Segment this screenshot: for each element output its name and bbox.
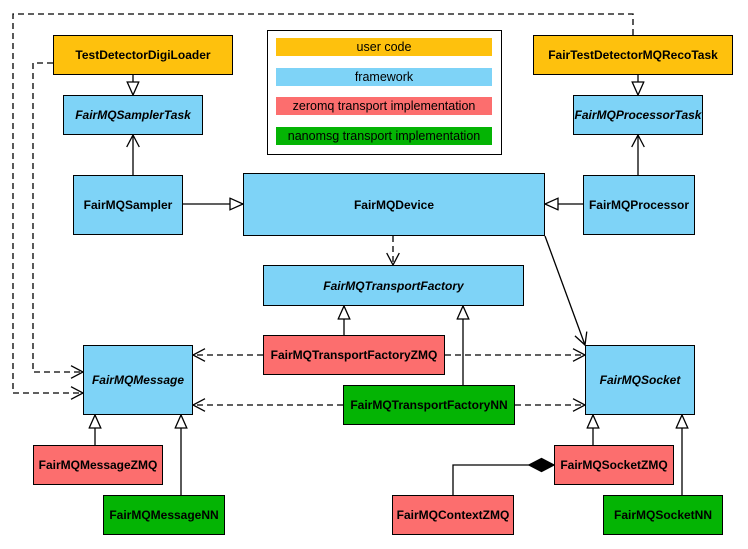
- node-fairmqtransportfactory: FairMQTransportFactory: [263, 265, 524, 306]
- legend-item-user-code: user code: [276, 38, 492, 56]
- node-fairmqprocessortask: FairMQProcessorTask: [573, 95, 703, 135]
- edge-dep-fairtestdetectormqrecotask-fairmqmessage: [12, 13, 634, 400]
- node-fairmqmessage: FairMQMessage: [83, 345, 193, 415]
- node-testdetectordigiloader: TestDetectorDigiLoader: [53, 35, 233, 75]
- node-fairmqcontextzmq: FairMQContextZMQ: [392, 495, 514, 535]
- legend-item-zeromq: zeromq transport implementation: [276, 97, 492, 115]
- node-fairmqtransportfactorynn: FairMQTransportFactoryNN: [343, 385, 515, 425]
- edge-assoc-fairmqdevice-fairmqsocket: [544, 235, 588, 347]
- legend: user code framework zeromq transport imp…: [267, 30, 502, 155]
- node-fairtestdetectormqrecotask: FairTestDetectorMQRecoTask: [533, 35, 733, 75]
- node-fairmqprocessor: FairMQProcessor: [583, 175, 695, 235]
- node-fairmqsocket: FairMQSocket: [585, 345, 695, 415]
- node-fairmqsocketzmq: FairMQSocketZMQ: [554, 445, 674, 485]
- node-fairmqtransportfactoryzmq: FairMQTransportFactoryZMQ: [263, 335, 445, 375]
- node-fairmqdevice: FairMQDevice: [243, 173, 545, 236]
- legend-item-framework: framework: [276, 67, 492, 86]
- node-fairmqsampler: FairMQSampler: [73, 175, 183, 235]
- edge-comp-fairmqcontextzmq-fairmqsocketzmq: [452, 465, 554, 495]
- legend-item-nanomsg: nanomsg transport implementation: [276, 126, 492, 145]
- edge-dep-testdetectordigiloader-fairmqmessage: [32, 62, 85, 379]
- node-fairmqmessagezmq: FairMQMessageZMQ: [33, 445, 163, 485]
- node-fairmqmessagenn: FairMQMessageNN: [103, 495, 225, 535]
- node-fairmqsamplertask: FairMQSamplerTask: [63, 95, 203, 135]
- node-fairmqsocketnn: FairMQSocketNN: [603, 495, 723, 535]
